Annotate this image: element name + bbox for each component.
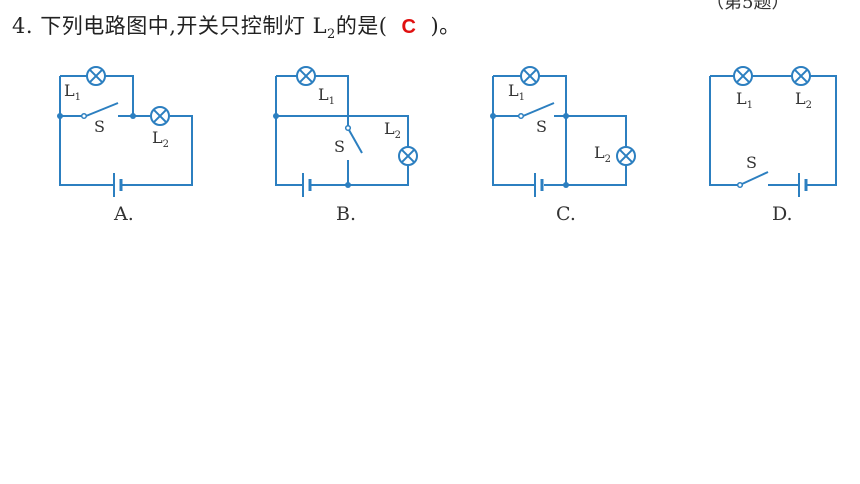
label-l2: L2 [152,128,169,150]
junction-dot [563,113,569,119]
question-number: 4. [12,14,34,38]
circuit-c: L1 S L2 C. [490,66,636,225]
answer-mark: C [401,16,417,38]
label-l1: L1 [318,85,335,107]
option-d-label: D. [772,203,793,225]
junction-dot [57,113,63,119]
question-text: 4. 下列电路图中,开关只控制灯 L2的是( C )。 [12,10,461,42]
lamp-l2 [791,66,811,86]
option-b-label: B. [336,203,356,225]
label-s: S [94,117,105,136]
label-s: S [536,117,547,136]
label-l2: L2 [594,143,611,165]
option-c-label: C. [556,203,576,225]
question-stem: 下列电路图中,开关只控制灯 L [40,14,328,38]
switch-contact [344,124,352,132]
junction-dot [130,113,136,119]
switch-contact [517,112,525,120]
lamp-l1 [86,66,106,86]
label-l2: L2 [384,119,401,141]
junction-dot [273,113,279,119]
figure-caption-fragment: （第5题） [706,0,790,13]
lamp-l1 [296,66,316,86]
question-close: )。 [430,14,461,38]
label-l1: L1 [64,81,81,103]
label-s: S [746,153,757,172]
lamp-l1 [733,66,753,86]
switch-contact [80,112,88,120]
lamp-l2 [150,106,170,126]
lamp-l1 [520,66,540,86]
lamp-l2 [398,146,418,166]
circuit-b: L1 S L2 B. [273,66,418,225]
label-l1: L1 [736,89,753,111]
label-l1: L1 [508,81,525,103]
circuit-d: L1 L2 S D. [709,66,837,225]
question-stem-tail: 的是( [335,14,388,38]
junction-dot [345,182,351,188]
switch-contact [736,181,744,189]
junction-dot [563,182,569,188]
option-a-label: A. [113,203,134,225]
junction-dot [490,113,496,119]
circuit-a: L1 S L2 A. [57,66,193,225]
question-stem-subscript: 2 [327,27,336,43]
lamp-l2 [616,146,636,166]
label-l2: L2 [795,89,812,111]
label-s: S [334,137,345,156]
